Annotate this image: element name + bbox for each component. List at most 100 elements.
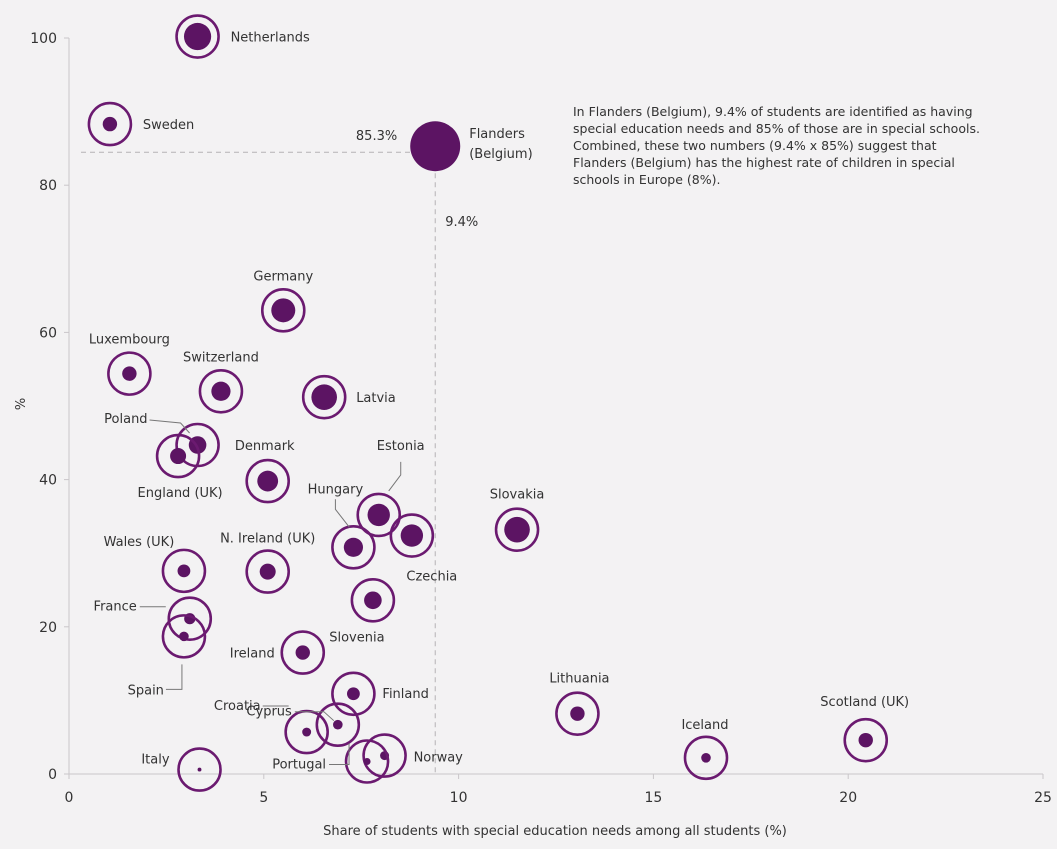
- point-label: Latvia: [356, 391, 396, 406]
- y-tick-label: 80: [39, 178, 57, 194]
- point-marker: [701, 753, 711, 763]
- point-ring: [245, 458, 290, 504]
- y-tick-label: 60: [39, 325, 57, 341]
- x-axis-title: Share of students with special education…: [323, 824, 787, 839]
- leader-line: [329, 743, 350, 765]
- point-marker: [183, 22, 212, 51]
- point-label: Poland: [104, 412, 147, 427]
- leader-line: [149, 419, 190, 434]
- point-label: Luxembourg: [89, 333, 170, 348]
- point-label: Scotland (UK): [820, 695, 909, 710]
- point-label: Spain: [128, 683, 164, 698]
- point-label: Wales (UK): [104, 535, 175, 550]
- point-marker: [363, 757, 371, 766]
- x-tick-label: 15: [644, 790, 662, 806]
- point-ring: [350, 578, 396, 623]
- point-label: Finland: [382, 687, 428, 702]
- leader-line: [388, 461, 402, 492]
- point-ring: [161, 548, 207, 594]
- point-ring: [555, 691, 600, 736]
- point-ring: [315, 702, 361, 747]
- highlight-x-value-label: 9.4%: [445, 215, 478, 230]
- point-label: Hungary: [308, 482, 364, 497]
- point-label: Ireland: [230, 647, 275, 662]
- point-ring: [198, 368, 244, 414]
- point-ring: [177, 747, 222, 792]
- point-label: Switzerland: [183, 350, 259, 365]
- x-tick-label: 25: [1034, 790, 1052, 806]
- point-label: Iceland: [681, 718, 728, 733]
- y-axis-title: %: [14, 398, 29, 410]
- point-ring: [843, 717, 889, 763]
- point-marker: [170, 448, 187, 465]
- point-marker: [343, 537, 364, 557]
- point-marker: [333, 719, 343, 730]
- x-tick-label: 10: [450, 790, 468, 806]
- x-tick-label: 20: [839, 790, 857, 806]
- point-label: Norway: [414, 751, 464, 766]
- x-tick-label: 0: [65, 790, 74, 806]
- point-ring: [331, 671, 376, 717]
- leader-line: [294, 711, 335, 722]
- point-label: Czechia: [406, 570, 457, 585]
- point-marker: [102, 116, 118, 132]
- highlight-y-value-label: 85.3%: [356, 129, 397, 144]
- point-label: Portugal: [272, 757, 326, 772]
- highlight-guides: 85.3% 9.4%: [81, 129, 478, 774]
- point-marker: [570, 706, 585, 721]
- point-marker: [504, 516, 530, 543]
- point-ring: [260, 288, 306, 333]
- point-marker: [197, 767, 202, 772]
- highlight-point-marker: [410, 121, 461, 172]
- point-ring: [356, 492, 402, 538]
- point-ring: [175, 14, 220, 59]
- y-tick-label: 100: [30, 31, 57, 47]
- point-marker: [211, 381, 231, 401]
- point-label: Italy: [141, 753, 170, 768]
- point-ring: [389, 513, 435, 558]
- point-label: Netherlands: [231, 31, 310, 46]
- y-tick-label: 0: [48, 767, 57, 783]
- point-marker: [259, 563, 276, 580]
- point-ring: [494, 507, 540, 552]
- point-marker: [295, 645, 310, 660]
- point-ring: [245, 549, 290, 594]
- point-ring: [683, 735, 729, 781]
- point-marker: [177, 564, 191, 578]
- point-ring: [362, 733, 407, 778]
- point-label: Slovakia: [490, 488, 545, 503]
- point-ring: [87, 101, 133, 147]
- y-tick-label: 20: [39, 620, 57, 636]
- point-ring: [107, 351, 152, 396]
- point-ring: [280, 630, 326, 675]
- point-label: N. Ireland (UK): [220, 532, 315, 547]
- point-marker: [858, 732, 873, 748]
- data-points: [87, 14, 889, 792]
- point-label: Croatia: [214, 699, 261, 714]
- point-label: Slovenia: [329, 630, 384, 645]
- leader-line: [334, 499, 350, 528]
- point-marker: [302, 727, 312, 737]
- highlight-point-label: (Belgium): [469, 147, 532, 162]
- point-label: Cyprus: [246, 705, 292, 720]
- axes: 0 5 10 15 20 25 0 20 40 60 80 100: [30, 31, 1052, 806]
- leader-line: [165, 664, 183, 690]
- point-labels: NetherlandsSwedenGermanyLuxembourgSwitze…: [89, 31, 909, 773]
- point-marker: [367, 503, 390, 527]
- point-ring: [331, 525, 376, 570]
- point-label: Lithuania: [549, 672, 609, 687]
- point-ring: [155, 433, 201, 479]
- point-ring: [167, 596, 213, 642]
- point-label: Denmark: [235, 439, 295, 454]
- point-marker: [271, 298, 296, 323]
- annotation-text: In Flanders (Belgium), 9.4% of students …: [573, 104, 980, 187]
- point-ring: [161, 614, 207, 659]
- point-marker: [179, 631, 189, 642]
- x-tick-label: 5: [259, 790, 268, 806]
- point-marker: [364, 591, 382, 610]
- y-tick-label: 40: [39, 473, 57, 489]
- point-label: England (UK): [138, 486, 223, 501]
- point-label: France: [94, 600, 137, 615]
- point-label: Estonia: [377, 439, 425, 454]
